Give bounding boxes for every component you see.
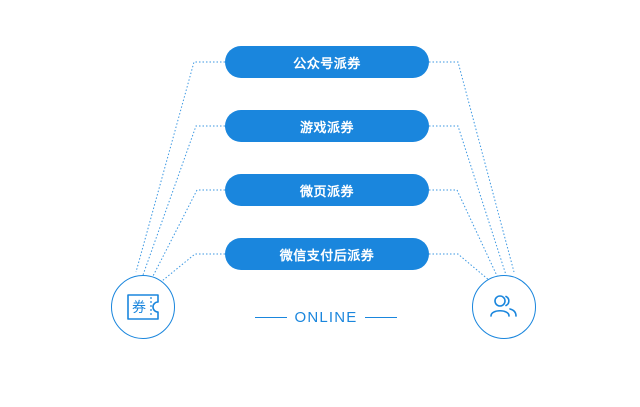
connector-left-2 [142,125,225,276]
coupon-node: 券 [111,275,175,339]
online-label-group: ONLINE [255,307,397,327]
divider-left [255,316,287,318]
channel-pill-4: 微信支付后派券 [225,238,429,270]
connector-right-1 [429,61,515,273]
divider-right [365,316,397,318]
channel-label: 游戏派券 [299,120,354,136]
connector-left-1 [135,61,225,273]
channel-label: 微页派券 [299,184,354,200]
channel-pill-2: 游戏派券 [225,110,429,142]
coupon-glyph: 券 [132,300,146,316]
connector-left-4 [161,253,225,282]
users-icon [490,295,517,317]
connector-left-3 [151,189,225,279]
connector-right-3 [429,189,499,279]
connector-right-4 [429,253,491,282]
channel-pill-1: 公众号派券 [225,46,429,78]
users-node [472,275,536,339]
channel-pill-3: 微页派券 [225,174,429,206]
channel-label: 公众号派券 [293,56,361,72]
coupon-icon: 券 [127,294,159,320]
online-label: ONLINE [294,308,358,326]
connector-right-2 [429,125,507,276]
channel-label: 微信支付后派券 [279,248,375,264]
